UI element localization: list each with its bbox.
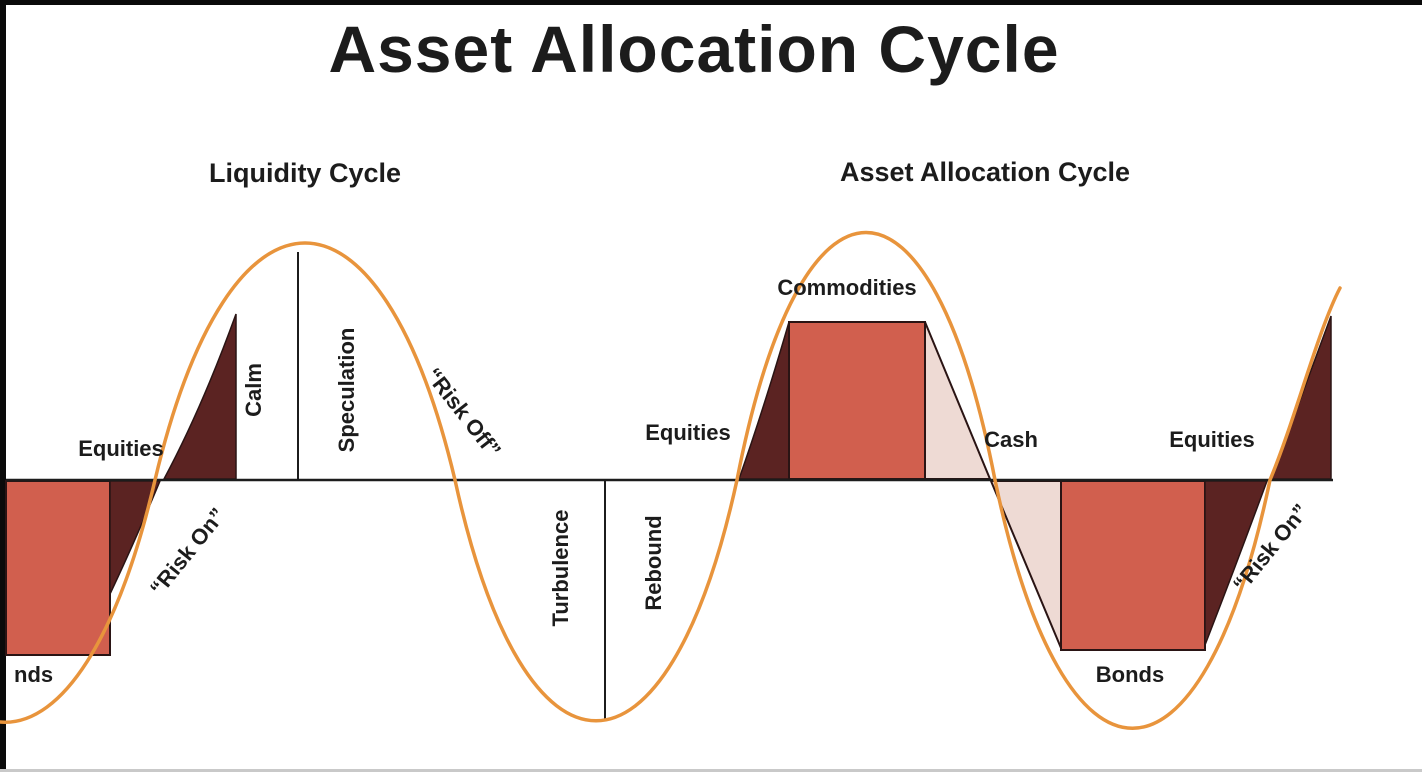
bonds-label-cutoff: nds bbox=[14, 662, 53, 687]
liquidity-cycle-heading: Liquidity Cycle bbox=[209, 158, 401, 188]
risk-on-label-left: “Risk On” bbox=[145, 503, 231, 600]
bonds-block-cutoff bbox=[5, 480, 111, 656]
risk-off-label: “Risk Off” bbox=[421, 363, 506, 462]
equities-label-mid: Equities bbox=[645, 420, 731, 445]
left-frame-edge bbox=[0, 0, 6, 772]
rebound-label: Rebound bbox=[641, 515, 666, 610]
dark-wedge-bonds-right bbox=[1204, 480, 1269, 646]
cycle-wave bbox=[0, 231, 1342, 730]
cash-label: Cash bbox=[984, 427, 1038, 452]
equities-label-left: Equities bbox=[78, 436, 164, 461]
bonds-block bbox=[1060, 480, 1206, 651]
speculation-label: Speculation bbox=[334, 328, 359, 453]
equities-wedge-left bbox=[162, 313, 237, 480]
turbulence-label: Turbulence bbox=[548, 510, 573, 627]
calm-label: Calm bbox=[241, 363, 266, 417]
page-title: Asset Allocation Cycle bbox=[328, 12, 1059, 86]
bottom-frame-edge bbox=[0, 769, 1422, 772]
commodities-block bbox=[788, 321, 926, 480]
equities-wedge-mid bbox=[737, 321, 790, 480]
commodities-label: Commodities bbox=[777, 275, 916, 300]
asset-allocation-cycle-heading: Asset Allocation Cycle bbox=[840, 157, 1130, 187]
top-frame-edge bbox=[0, 0, 1422, 5]
bonds-label: Bonds bbox=[1096, 662, 1164, 687]
equities-label-right: Equities bbox=[1169, 427, 1255, 452]
